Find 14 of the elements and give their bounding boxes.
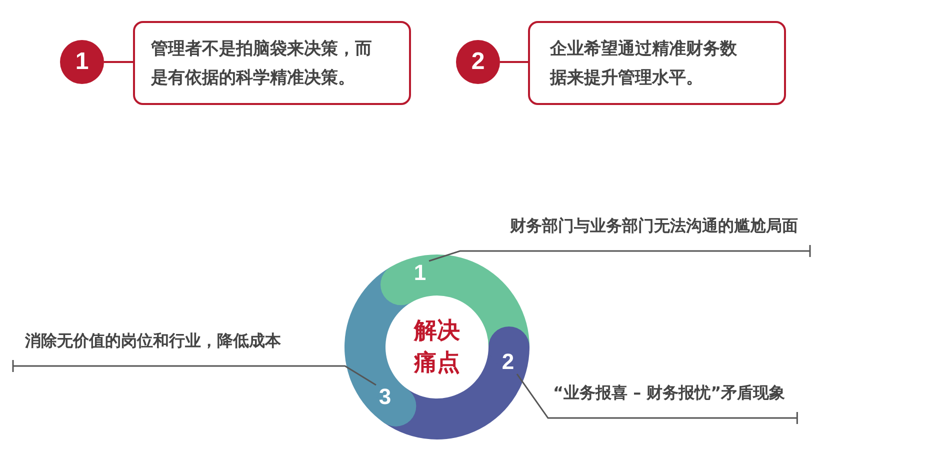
segment-number: 2 bbox=[499, 350, 517, 374]
callout-text: “业务报喜 – 财务报忧”矛盾现象 bbox=[553, 383, 786, 404]
leader-line bbox=[12, 360, 376, 386]
callout-text: 消除无价值的岗位和行业，降低成本 bbox=[25, 331, 281, 352]
leader-line bbox=[428, 245, 811, 262]
number-badge: 1 bbox=[60, 40, 104, 84]
text-card: 企业希望通过精准财务数据来提升管理水平。 bbox=[528, 21, 786, 105]
segment-number: 1 bbox=[411, 261, 429, 285]
text-card: 管理者不是拍脑袋来决策，而是有依据的科学精准决策。 bbox=[133, 21, 411, 105]
number-badge: 2 bbox=[456, 40, 500, 84]
center-title: 解决痛点 bbox=[412, 317, 461, 378]
connector-line bbox=[500, 61, 528, 63]
connector-line bbox=[104, 61, 133, 63]
callout-text: 财务部门与业务部门无法沟通的尴尬局面 bbox=[510, 216, 798, 237]
